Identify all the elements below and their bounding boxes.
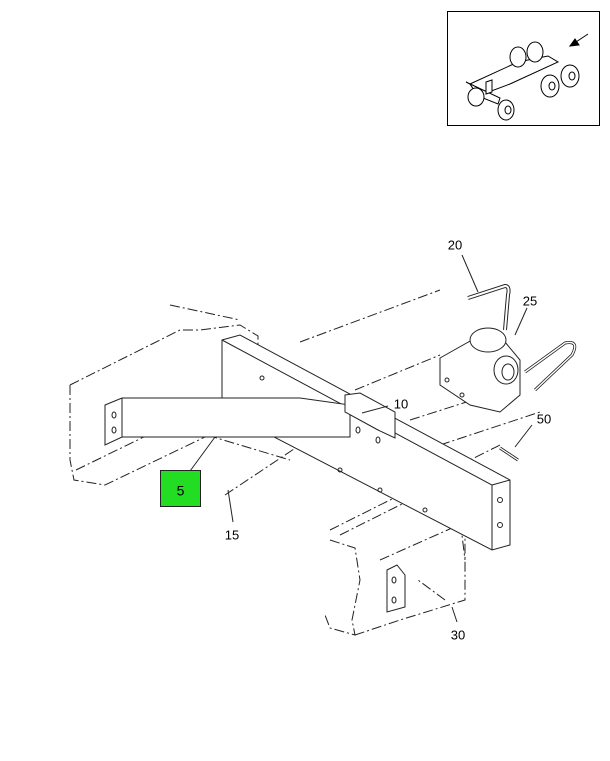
pin-50 (499, 446, 519, 462)
glad-hand-25 (439, 327, 521, 413)
callout-10[interactable]: 10 (393, 396, 409, 412)
callout-5-highlighted[interactable]: 5 (160, 470, 201, 507)
callout-20[interactable]: 20 (447, 237, 463, 253)
callout-5-label: 5 (176, 482, 185, 499)
hanger-30 (386, 564, 406, 613)
callout-25[interactable]: 25 (522, 293, 538, 309)
clip-loop (524, 341, 577, 392)
locator-inset (447, 11, 600, 126)
plate-10 (344, 392, 396, 439)
bracket-5 (104, 397, 381, 446)
callout-15[interactable]: 15 (224, 527, 240, 543)
truck-chassis-locator-icon (465, 33, 589, 121)
callout-50[interactable]: 50 (536, 411, 552, 427)
hose-20 (467, 283, 511, 331)
callout-30[interactable]: 30 (450, 627, 466, 643)
